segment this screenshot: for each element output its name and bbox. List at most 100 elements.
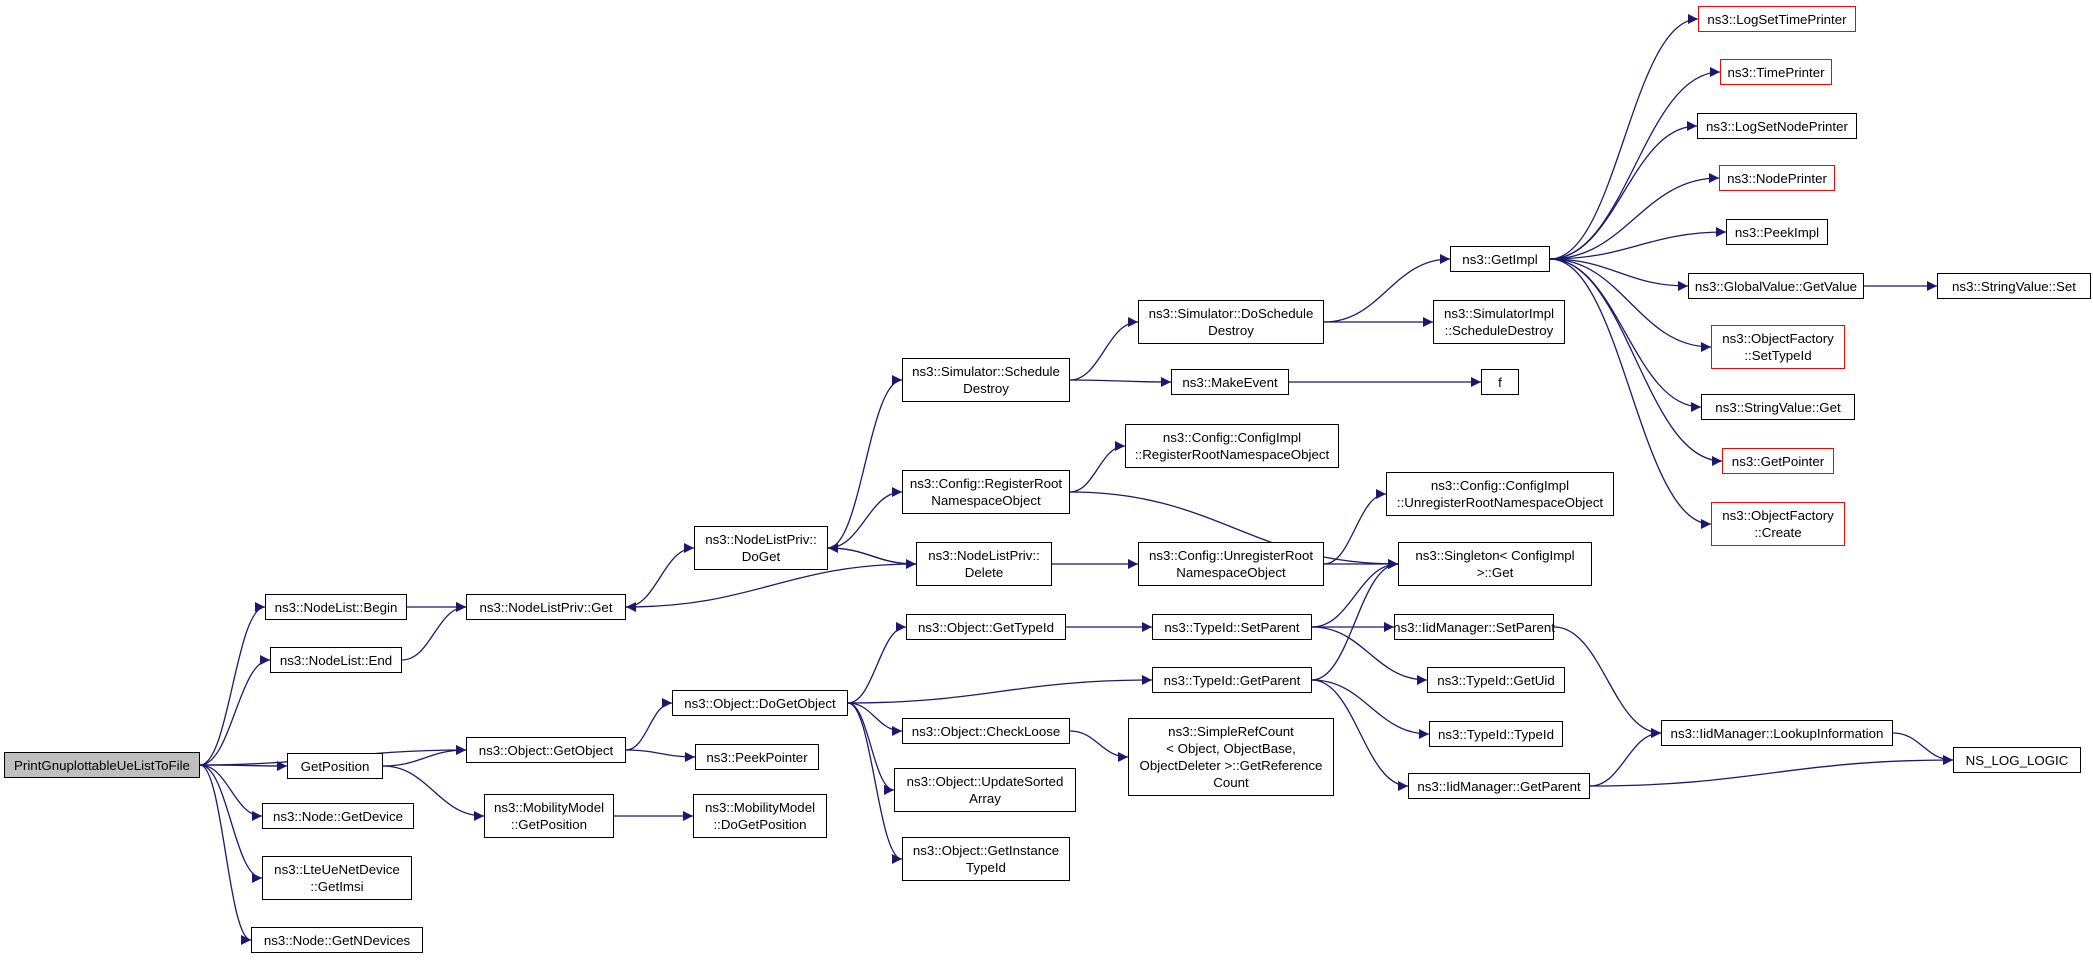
graph-node-tid-getuid[interactable]: ns3::TypeId::GetUid [1427,667,1565,693]
graph-node-obj-gettypeid[interactable]: ns3::Object::GetTypeId [906,614,1066,640]
graph-node-gv-getvalue[interactable]: ns3::GlobalValue::GetValue [1688,273,1864,299]
call-edge-get-impl-to-time-printer [1549,67,1721,260]
call-edge-root-to-get-position [199,760,288,771]
call-edge-get-impl-to-gv-getvalue [1549,258,1689,291]
graph-node-mm-dogetposition[interactable]: ns3::MobilityModel::DoGetPosition [693,794,827,838]
graph-node-ns-log-logic[interactable]: NS_LOG_LOGIC [1953,747,2081,773]
graph-node-iidm-setparent[interactable]: ns3::IidManager::SetParent [1393,614,1555,640]
graph-node-tid-typeid[interactable]: ns3::TypeId::TypeId [1429,721,1563,747]
graph-node-mm-getposition[interactable]: ns3::MobilityModel::GetPosition [484,794,614,838]
graph-node-label: ns3::MakeEvent [1182,374,1278,390]
call-edge-sim-sched-destroy-to-sim-dosched-destroy [1069,317,1139,381]
graph-node-obj-dogetobject[interactable]: ns3::Object::DoGetObject [672,690,848,716]
call-edge-tid-setparent-to-tid-getuid [1311,626,1428,685]
graph-node-label: ns3::TypeId::TypeId [1437,726,1555,742]
graph-node-peek-pointer[interactable]: ns3::PeekPointer [695,744,819,770]
graph-node-cfgimpl-register-root[interactable]: ns3::Config::ConfigImpl::RegisterRootNam… [1125,424,1339,468]
graph-node-label: ns3::ObjectFactory [1722,508,1834,523]
graph-node-iidm-getparent[interactable]: ns3::IidManager::GetParent [1408,773,1590,799]
graph-node-sv-get[interactable]: ns3::StringValue::Get [1701,394,1855,420]
call-edge-get-impl-to-log-set-time-printer [1549,14,1699,260]
graph-node-label: ns3::StringValue::Set [1952,278,2076,294]
graph-node-label: Array [969,791,1001,806]
graph-node-root: PrintGnuplottableUeListToFile [4,752,200,778]
graph-node-sv-set[interactable]: ns3::StringValue::Set [1937,273,2091,299]
graph-node-nlp-get[interactable]: ns3::NodeListPriv::Get [466,594,626,620]
graph-node-node-getndevices[interactable]: ns3::Node::GetNDevices [251,927,423,953]
call-edge-nlp-doget-to-sim-sched-destroy [827,375,903,549]
graph-node-nlp-doget[interactable]: ns3::NodeListPriv::DoGet [694,526,828,570]
graph-node-label: ns3::StringValue::Get [1715,399,1841,415]
graph-node-get-pointer[interactable]: ns3::GetPointer [1722,448,1834,474]
graph-node-tid-getparent[interactable]: ns3::TypeId::GetParent [1152,667,1312,693]
graph-node-node-printer[interactable]: ns3::NodePrinter [1719,165,1835,191]
graph-node-get-position[interactable]: GetPosition [287,753,383,779]
graph-node-label: NamespaceObject [931,493,1041,508]
call-edge-tid-getparent-to-singleton-get [1311,559,1399,681]
graph-node-label: ns3::TimePrinter [1727,64,1825,80]
call-edge-iidm-getparent-to-ns-log-logic [1589,755,1954,787]
graph-node-lte-getimsi[interactable]: ns3::LteUeNetDevice::GetImsi [262,856,412,900]
graph-node-obj-checkloose[interactable]: ns3::Object::CheckLoose [902,718,1070,744]
graph-node-time-printer[interactable]: ns3::TimePrinter [1720,59,1832,85]
graph-node-iidm-lookup[interactable]: ns3::IidManager::LookupInformation [1661,720,1893,746]
call-edge-root-to-nl-begin [199,602,266,766]
graph-node-nl-end[interactable]: ns3::NodeList::End [270,647,402,673]
call-edge-cfg-register-root-to-cfgimpl-register-root [1069,441,1126,493]
call-edge-get-position-to-mm-getposition [382,765,485,821]
graph-node-nl-begin[interactable]: ns3::NodeList::Begin [265,594,407,620]
graph-node-label: ns3::Singleton< ConfigImpl [1415,548,1575,563]
call-edge-nlp-delete-to-nlp-doget [827,543,917,565]
graph-node-label: ::Create [1754,525,1802,540]
call-edge-tid-getparent-to-iidm-getparent [1311,679,1409,791]
graph-node-of-create[interactable]: ns3::ObjectFactory::Create [1711,502,1845,546]
call-edge-cfg-register-root-to-singleton-get [1069,491,1399,569]
graph-node-label: ns3::GlobalValue::GetValue [1694,278,1858,294]
graph-node-of-settypeid[interactable]: ns3::ObjectFactory::SetTypeId [1711,325,1845,369]
graph-node-tid-setparent[interactable]: ns3::TypeId::SetParent [1152,614,1312,640]
graph-node-label: ::UnregisterRootNamespaceObject [1396,495,1604,510]
graph-node-nlp-delete[interactable]: ns3::NodeListPriv::Delete [916,542,1052,586]
graph-node-label: ns3::MobilityModel [704,800,816,815]
graph-node-label: ns3::NodeList::Begin [274,599,398,615]
graph-node-label: ns3::TypeId::GetParent [1163,672,1301,688]
graph-node-log-set-time-printer[interactable]: ns3::LogSetTimePrinter [1698,6,1856,32]
call-edge-root-to-node-getndevices [199,764,252,945]
graph-node-label: ns3::LogSetNodePrinter [1706,118,1848,134]
graph-node-label: ns3::Config::RegisterRoot [909,476,1063,491]
graph-node-label: NamespaceObject [1176,565,1286,580]
graph-node-label: >::Get [1476,565,1514,580]
call-edge-nlp-delete-to-nlp-get [625,563,917,612]
graph-node-label: ns3::PeekImpl [1734,224,1820,240]
graph-node-src-getrefcount[interactable]: ns3::SimpleRefCount< Object, ObjectBase,… [1128,718,1334,796]
call-edge-root-to-nl-end [199,655,271,766]
graph-node-label: ns3::SimpleRefCount [1168,724,1294,739]
call-edge-obj-dogetobject-to-obj-getinstancetypeid [847,702,903,864]
graph-node-node-getdevice[interactable]: ns3::Node::GetDevice [262,803,414,829]
call-edge-nlp-get-to-nlp-doget [625,543,695,608]
graph-node-f[interactable]: f [1481,369,1519,395]
graph-node-peek-impl[interactable]: ns3::PeekImpl [1726,219,1828,245]
call-edge-get-position-to-obj-getobject [382,745,467,767]
call-edge-obj-dogetobject-to-obj-updatesorted [847,702,895,795]
graph-node-get-impl[interactable]: ns3::GetImpl [1450,246,1550,272]
graph-node-singleton-get[interactable]: ns3::Singleton< ConfigImpl>::Get [1398,542,1592,586]
graph-node-cfgimpl-unregister-root[interactable]: ns3::Config::ConfigImpl::UnregisterRootN… [1386,472,1614,516]
graph-node-obj-getobject[interactable]: ns3::Object::GetObject [466,737,626,763]
graph-node-label: ::DoGetPosition [713,817,807,832]
graph-node-simimpl-sched-destroy[interactable]: ns3::SimulatorImpl::ScheduleDestroy [1433,300,1565,344]
call-edge-obj-checkloose-to-src-getrefcount [1069,730,1129,762]
call-edge-obj-dogetobject-to-tid-getparent [847,675,1153,704]
graph-node-make-event[interactable]: ns3::MakeEvent [1171,369,1289,395]
graph-node-label: ns3::Object::CheckLoose [911,723,1061,739]
graph-node-label: ns3::GetImpl [1462,251,1538,267]
call-edge-iidm-setparent-to-iidm-lookup [1553,626,1662,738]
graph-node-log-set-node-printer[interactable]: ns3::LogSetNodePrinter [1697,113,1857,139]
graph-node-label: ns3::TypeId::SetParent [1164,619,1300,635]
